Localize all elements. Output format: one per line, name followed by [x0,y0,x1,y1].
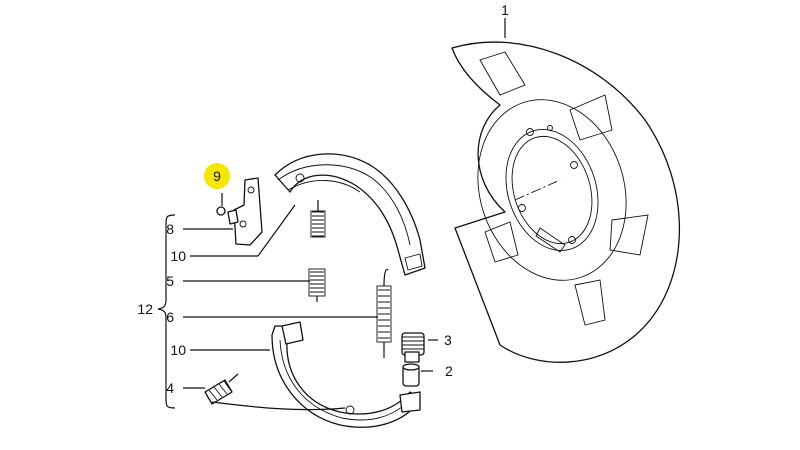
upper-brake-shoe [274,153,426,276]
callout-12[interactable]: 12 [137,301,153,317]
adjuster-lever [216,177,263,246]
callout-1[interactable]: 1 [501,2,509,18]
callout-labels: 1 2 3 4 5 6 8 9 10 10 12 [137,2,509,396]
callout-4[interactable]: 4 [166,380,174,396]
callout-5[interactable]: 5 [166,273,174,289]
callout-6[interactable]: 6 [166,309,174,325]
callout-2[interactable]: 2 [445,363,453,379]
middle-spring [308,268,326,302]
leader-lines [157,18,506,411]
callout-10-upper[interactable]: 10 [170,248,186,264]
long-spring [376,268,392,358]
lower-brake-shoe [271,321,421,428]
small-spring [204,373,239,405]
upper-spring [310,200,326,238]
callout-9[interactable]: 9 [213,168,221,184]
adjuster-gear [401,332,425,363]
callout-3[interactable]: 3 [444,332,452,348]
adjuster-nut [402,363,420,387]
callout-10-lower[interactable]: 10 [170,342,186,358]
callout-8[interactable]: 8 [166,221,174,237]
backing-plate [451,41,681,363]
callout-9-highlight [204,163,230,189]
